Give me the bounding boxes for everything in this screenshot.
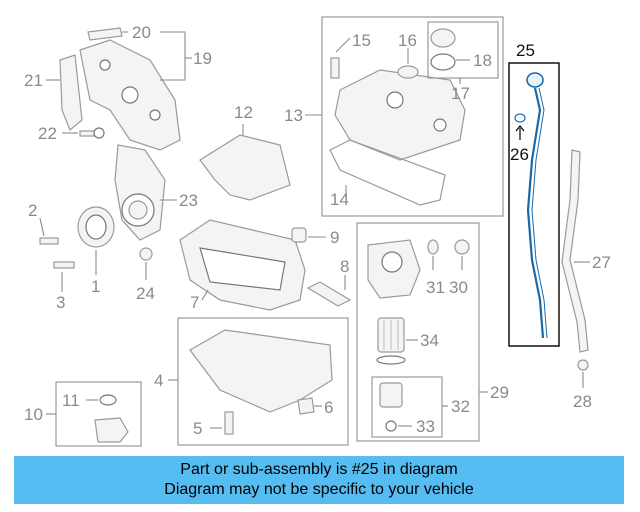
banner-line-1: Part or sub-assembly is #25 in diagram (180, 461, 458, 478)
label-21: 21 (24, 71, 43, 90)
timing-cover-group (46, 27, 192, 151)
valve-cover-frame (321, 16, 504, 217)
label-10: 10 (24, 405, 43, 424)
label-27: 27 (592, 253, 611, 272)
label-4: 4 (154, 371, 163, 390)
pulley-1 (77, 206, 115, 275)
oil-pan-lower-4 (168, 329, 333, 413)
clip-6 (297, 397, 322, 415)
label-26: 26 (510, 145, 529, 164)
gasket-14 (329, 139, 446, 206)
label-31: 31 (426, 278, 445, 297)
label-28: 28 (573, 392, 592, 411)
label-30: 30 (449, 278, 468, 297)
oil-pan-lower-frame (177, 317, 349, 446)
label-33: 33 (416, 417, 435, 436)
info-banner: Part or sub-assembly is #25 in diagram D… (14, 456, 624, 504)
label-23: 23 (179, 191, 198, 210)
label-11: 11 (62, 391, 80, 410)
label-9: 9 (330, 228, 339, 247)
gasket-8 (306, 275, 352, 307)
label-15: 15 (352, 31, 371, 50)
seal-18 (430, 28, 470, 84)
label-2: 2 (28, 201, 37, 220)
label-22: 22 (38, 124, 57, 143)
frame-17-18 (427, 21, 499, 79)
cap-16 (397, 48, 419, 79)
label-1: 1 (91, 277, 100, 296)
label-14: 14 (330, 190, 349, 209)
label-13: 13 (284, 106, 303, 125)
sensor-10-11 (46, 394, 129, 443)
baffle-12 (199, 124, 291, 201)
label-8: 8 (340, 257, 349, 276)
seals-30-31 (427, 239, 470, 270)
dipstick-25 (526, 72, 548, 339)
bolt-15 (330, 37, 351, 79)
filter-housing-29 (367, 239, 488, 393)
filter-34 (376, 317, 418, 365)
banner-line-2: Diagram may not be specific to your vehi… (164, 481, 474, 498)
oring-26 (514, 113, 526, 140)
oil-pan-upper-7 (179, 219, 306, 311)
label-34: 34 (420, 331, 439, 350)
cover-23 (114, 144, 177, 241)
bolts-2-3 (39, 217, 75, 292)
sensor-24 (139, 247, 153, 280)
frame-32-33 (371, 376, 443, 438)
drain-plug-5 (210, 411, 234, 435)
guide-tube-27 (561, 149, 590, 353)
label-5: 5 (193, 419, 202, 438)
label-7: 7 (190, 293, 199, 312)
label-24: 24 (136, 284, 155, 303)
label-25: 25 (516, 41, 535, 60)
seal-28 (577, 359, 589, 388)
label-19: 19 (193, 49, 212, 68)
valve-cover-13 (305, 69, 466, 161)
plug-9 (291, 227, 326, 243)
label-18: 18 (473, 51, 492, 70)
oil-filter-frame (356, 222, 480, 442)
label-3: 3 (56, 293, 65, 312)
label-20: 20 (132, 23, 151, 42)
label-29: 29 (490, 383, 509, 402)
label-17: 17 (451, 84, 470, 103)
label-16: 16 (398, 31, 417, 50)
cap-32-33 (379, 382, 448, 432)
label-32: 32 (451, 397, 470, 416)
dipstick-highlight-frame (508, 62, 560, 347)
bolt-22 (62, 127, 105, 139)
label-6: 6 (324, 398, 333, 417)
label-12: 12 (234, 103, 253, 122)
